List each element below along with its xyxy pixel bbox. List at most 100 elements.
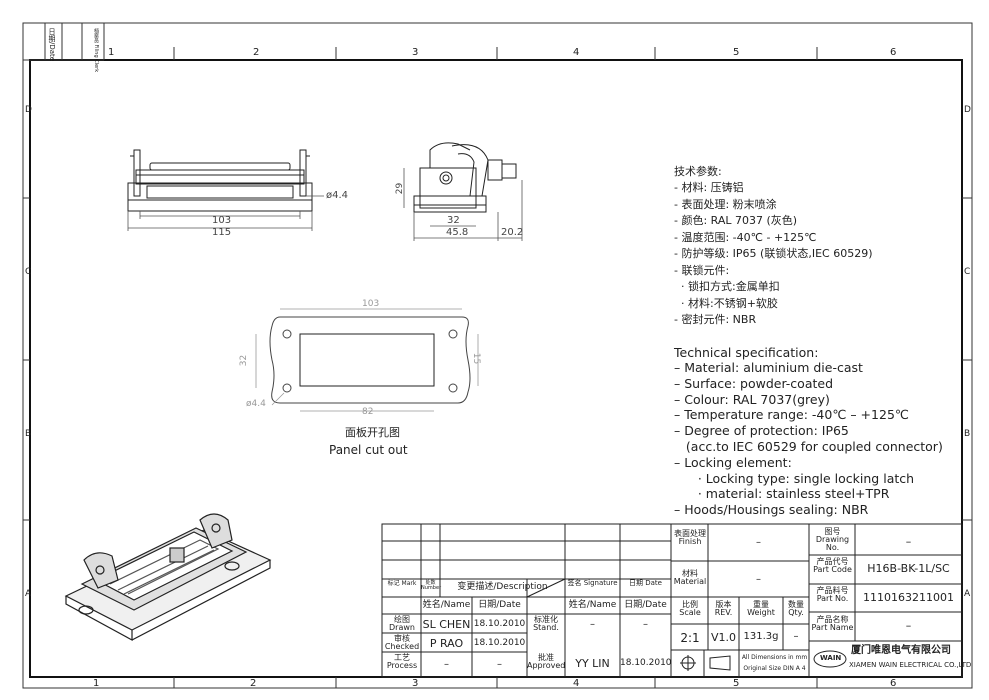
weight-label: 重量 Weight	[747, 600, 775, 617]
process-label: 工艺 Process	[386, 653, 418, 670]
col-label-5-bottom: 5	[733, 678, 740, 689]
col-label-1-bottom: 1	[93, 678, 100, 689]
cutout-dim-right: 15	[471, 352, 482, 365]
part-name-label: 产品名称 Part Name	[811, 615, 854, 632]
side-view	[403, 142, 523, 241]
spec-line: · Locking type: single locking latch	[674, 470, 915, 486]
side-dim-height: 29	[395, 182, 406, 195]
stand-name: –	[590, 619, 595, 630]
cutout-caption-en: Panel cut out	[329, 443, 408, 457]
spec-line: - 表面处理: 粉末喷涂	[674, 197, 777, 211]
col-label-6: 6	[890, 47, 897, 58]
stand-date: –	[643, 619, 648, 630]
col-label-3: 3	[412, 47, 419, 58]
rev-mark-label: 标记 Mark	[387, 580, 417, 587]
spec-line: · material: stainless steel+TPR	[674, 486, 890, 502]
row-label-a: A	[25, 589, 32, 599]
row-label-a-right: A	[964, 589, 971, 599]
row-label-d-right: D	[964, 105, 971, 115]
sign-date-header: 日期/Date	[478, 600, 521, 610]
material-value: –	[756, 574, 761, 585]
col-label-2: 2	[253, 47, 260, 58]
spec-line: – Temperature range: -40℃ – +125℃	[674, 407, 909, 423]
col-label-4-bottom: 4	[573, 678, 580, 689]
spec-line: – Degree of protection: IP65	[674, 423, 849, 439]
cutout-dim-hole: ø4.4	[246, 399, 266, 409]
spec-line: - 温度范围: -40℃ - +125℃	[674, 230, 817, 244]
checked-label: 审核 Checked	[384, 634, 420, 651]
scale-label: 比例 Scale	[679, 600, 701, 617]
spec-line: – Surface: powder-coated	[674, 375, 834, 391]
spec-line: - 颜色: RAL 7037 (灰色)	[674, 214, 798, 227]
stand-label: 标准化 Stand.	[533, 615, 559, 632]
finish-value: –	[756, 537, 761, 548]
side-dim-inner: 32	[447, 215, 460, 226]
part-no-label: 产品料号 Part No.	[816, 586, 849, 603]
company-name-cn: 厦门唯恩电气有限公司	[851, 645, 951, 656]
cutout-dim-left: 32	[239, 354, 250, 367]
front-view	[127, 149, 324, 231]
part-no-value: 1110163211001	[863, 591, 954, 604]
spec-line: - 联锁元件:	[674, 263, 730, 277]
company-logo-icon: WAIN	[820, 654, 842, 662]
drawing-no-label: 图号 Drawing No.	[815, 527, 850, 552]
qty-value: –	[793, 631, 799, 642]
spec-line: – Locking element:	[674, 454, 792, 470]
qty-label: 数量 Qty.	[788, 600, 804, 617]
spec-line: · 材料:不锈钢+软胶	[674, 296, 778, 310]
spec-line: – Hoods/Housings sealing: NBR	[674, 502, 869, 518]
panel-cutout-view	[255, 308, 479, 412]
margin-clerk-label: 档案员 Filing Clerk	[93, 28, 99, 73]
dims-note-1: All Dimensions in mm	[741, 654, 808, 661]
process-date: –	[497, 659, 502, 670]
approved-date: 18.10.2010	[620, 658, 672, 668]
drawn-date: 18.10.2010	[473, 619, 526, 629]
drawing-no-value: –	[905, 535, 912, 548]
rev-date-label: 日期 Date	[629, 579, 662, 587]
rev-description-label: 变更描述/Description	[457, 582, 548, 592]
cutout-dim-bottom: 82	[362, 407, 374, 417]
dims-note-2: Original Size DIN A 4	[743, 665, 806, 672]
front-dim-outer: 115	[212, 227, 232, 238]
drawn-name: SL CHEN	[422, 618, 471, 631]
col-label-4: 4	[573, 47, 580, 58]
spec-line: (acc.to IEC 60529 for coupled connector)	[674, 439, 943, 454]
approved-name: YY LIN	[575, 657, 610, 670]
rev-number-label: 处数 Number	[421, 580, 442, 591]
material-label: 材料 Material	[673, 569, 707, 586]
isometric-view	[64, 513, 272, 642]
title-block	[381, 523, 963, 678]
cutout-dim-top: 103	[362, 299, 380, 309]
approved-label: 批准 Approved	[527, 653, 566, 670]
front-dim-inner: 103	[212, 215, 232, 226]
process-name: –	[444, 659, 449, 670]
row-label-c-right: C	[964, 267, 971, 277]
spec-line: · 锁扣方式:金属单扣	[674, 280, 780, 293]
col-label-1: 1	[108, 47, 115, 58]
spec-line: - 密封元件: NBR	[674, 313, 757, 326]
col-label-6-bottom: 6	[890, 678, 897, 689]
front-dim-hole: ø4.4	[326, 190, 349, 201]
rev-value: V1.0	[710, 631, 737, 644]
finish-label: 表面处理 Finish	[674, 529, 706, 546]
cutout-caption-cn: 面板开孔图	[345, 426, 400, 439]
row-label-c: C	[25, 267, 32, 277]
part-code-label: 产品代号 Part Code	[813, 557, 852, 574]
col-label-5: 5	[733, 47, 740, 58]
row-label-b: B	[25, 429, 32, 439]
col-label-2-bottom: 2	[250, 678, 257, 689]
company-name-en: XIAMEN WAIN ELECTRICAL CO.,LTD	[849, 661, 972, 669]
rev-signature-label: 签名 Signature	[567, 579, 618, 587]
col-label-3-bottom: 3	[412, 678, 419, 689]
sign-name-header-2: 姓名/Name	[568, 600, 617, 610]
sign-name-header: 姓名/Name	[422, 600, 471, 610]
spec-cn-title: 技术参数:	[674, 165, 722, 178]
margin-date-label: 日期/Date	[48, 28, 56, 62]
spec-line: - 防护等级: IP65 (联锁状态,IEC 60529)	[674, 247, 873, 260]
part-code-value: H16B-BK-1L/SC	[867, 562, 950, 575]
checked-date: 18.10.2010	[473, 638, 526, 648]
side-dim-outer: 45.8	[446, 227, 469, 238]
spec-line: - 材料: 压铸铝	[674, 181, 744, 194]
sign-date-header-2: 日期/Date	[624, 600, 667, 610]
weight-value: 131.3g	[743, 631, 779, 642]
